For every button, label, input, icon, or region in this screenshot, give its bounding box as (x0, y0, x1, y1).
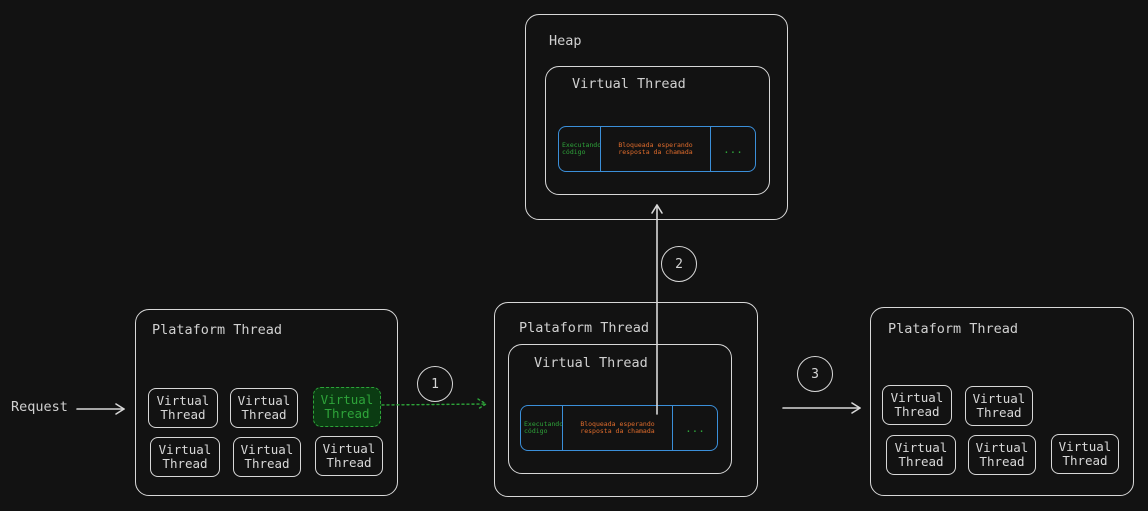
middle-blocked-segment: Bloqueada esperando resposta da chamada (562, 406, 673, 450)
right-platform-thread-title: Plataform Thread (888, 321, 1019, 337)
right-virtual-thread-5: Virtual Thread (1051, 434, 1119, 474)
left-virtual-thread-5: Virtual Thread (233, 437, 301, 477)
heap-title: Heap (549, 33, 582, 49)
heap-timeline-bar: Executando código Bloqueada esperando re… (558, 126, 756, 172)
right-virtual-thread-3: Virtual Thread (886, 435, 956, 475)
right-virtual-thread-2: Virtual Thread (965, 386, 1033, 426)
request-arrow (76, 403, 125, 415)
heap-blocked-segment: Bloqueada esperando resposta da chamada (600, 127, 711, 171)
heap-virtual-thread-box (545, 66, 770, 195)
right-platform-thread-box (870, 307, 1134, 496)
middle-platform-thread-title: Plataform Thread (519, 320, 650, 336)
heap-more-segment: ... (723, 142, 743, 156)
left-virtual-thread-2: Virtual Thread (230, 388, 298, 428)
heap-running-segment: Executando código (562, 141, 602, 156)
step-3-arrow (782, 402, 861, 414)
middle-more-segment: ... (685, 421, 705, 435)
middle-running-segment: Executando código (524, 420, 564, 435)
left-virtual-thread-6: Virtual Thread (315, 436, 383, 476)
request-label: Request (11, 399, 68, 415)
step-2-circle: 2 (661, 246, 697, 282)
left-platform-thread-box (135, 309, 398, 496)
step-1-arrow (381, 398, 487, 410)
step-1-circle: 1 (417, 366, 453, 402)
right-virtual-thread-4: Virtual Thread (968, 435, 1036, 475)
left-virtual-thread-4: Virtual Thread (150, 437, 220, 477)
step-3-circle: 3 (797, 356, 833, 392)
middle-virtual-thread-box (508, 344, 732, 474)
middle-platform-thread-box (494, 302, 758, 497)
left-platform-thread-title: Plataform Thread (152, 322, 283, 338)
heap-virtual-thread-title: Virtual Thread (572, 76, 686, 92)
left-virtual-thread-1: Virtual Thread (148, 388, 218, 428)
left-virtual-thread-active: Virtual Thread (313, 387, 381, 427)
step-2-arrow (651, 204, 663, 415)
right-virtual-thread-1: Virtual Thread (882, 385, 952, 425)
middle-timeline-bar: Executando código Bloqueada esperando re… (520, 405, 718, 451)
middle-virtual-thread-title: Virtual Thread (534, 355, 648, 371)
